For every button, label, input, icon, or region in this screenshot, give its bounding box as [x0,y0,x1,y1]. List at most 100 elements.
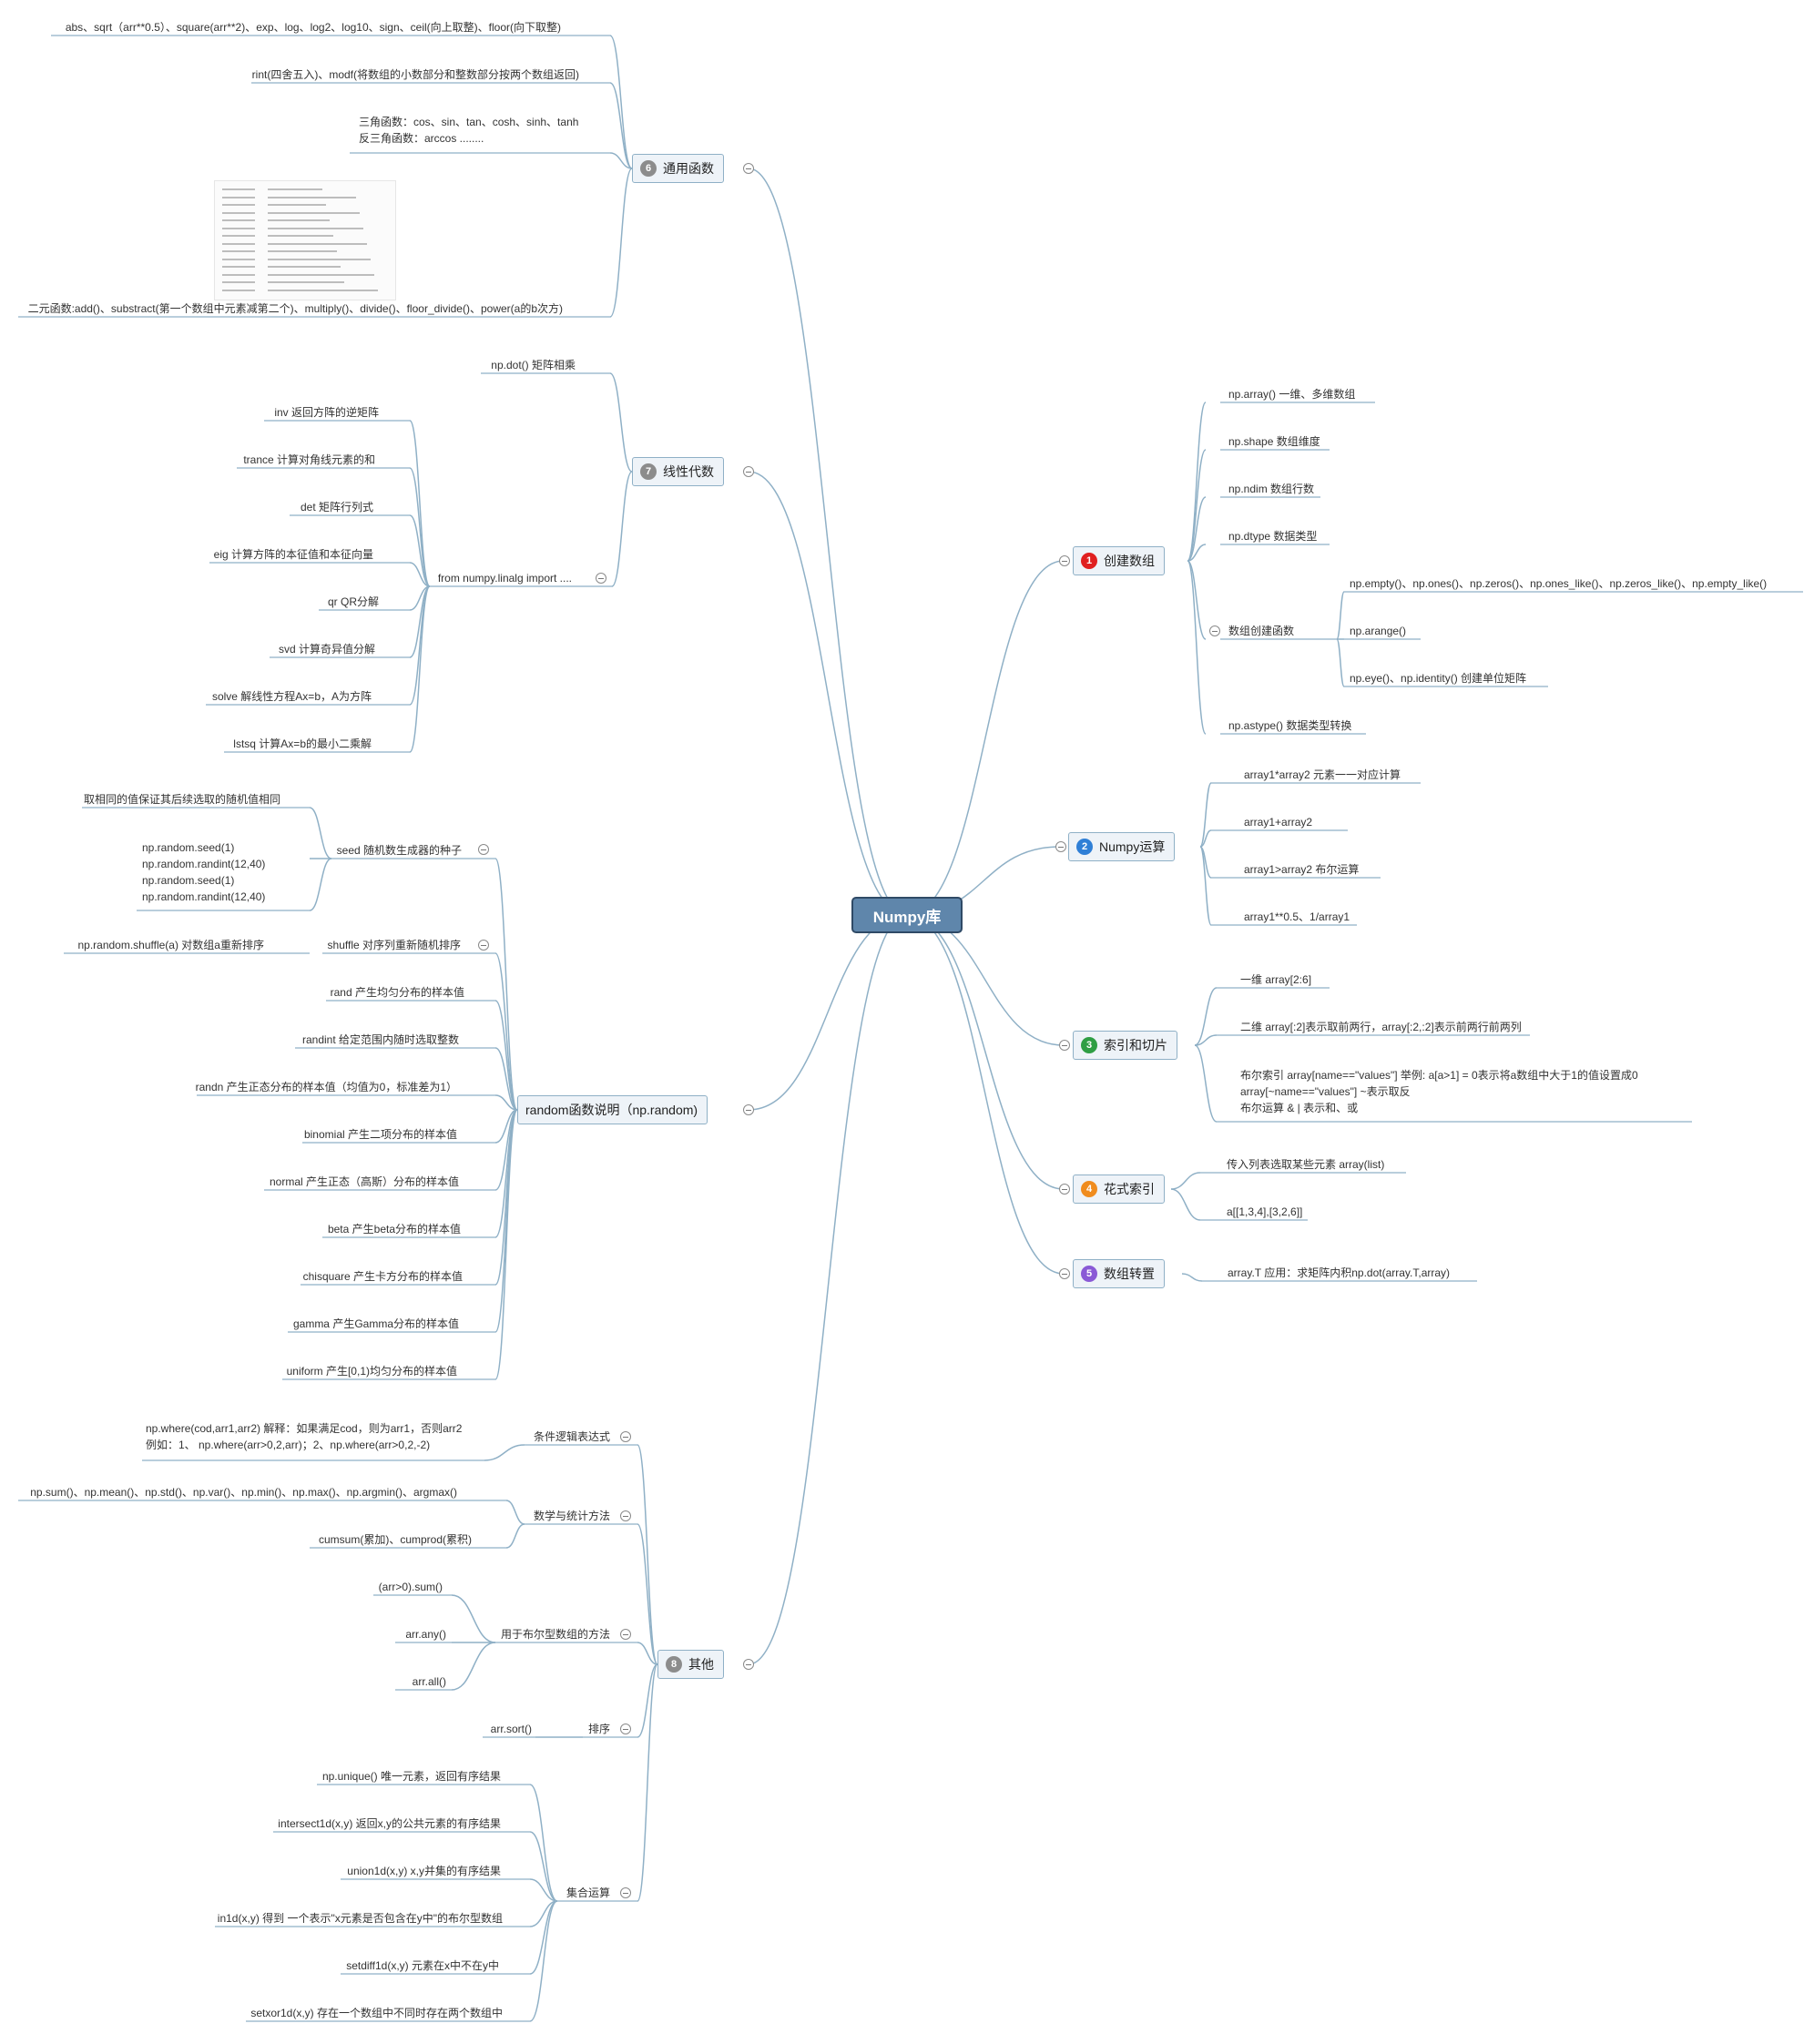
branch-universal-functions-label: 通用函数 [663,161,714,176]
leaf-bool-index[interactable]: 布尔索引 array[name=="values"] 举例: a[a>1] = … [1240,1069,1638,1114]
leaf-trig-functions[interactable]: 三角函数：cos、sin、tan、cosh、sinh、tanh 反三角函数：ar… [359,116,579,145]
connector-84 [494,1109,518,1333]
leaf-set-unique[interactable]: np.unique() 唯一元素，返回有序结果 [321,1770,501,1783]
branch-numpy-ops[interactable]: 2 Numpy运算 [1068,832,1176,861]
collapse-toggle-conditional-logic[interactable] [620,1431,631,1442]
subtopic-create-functions[interactable]: 数组创建函数 [1228,625,1295,637]
leaf-random-randn[interactable]: randn 产生正态分布的样本值（均值为0，标准差为1） [195,1081,457,1093]
leaf-random-rand[interactable]: rand 产生均匀分布的样本值 [330,986,464,999]
central-topic[interactable]: Numpy库 [851,897,963,933]
leaf-bool-any[interactable]: arr.any() [405,1628,446,1641]
leaf-np-shape[interactable]: np.shape 数组维度 [1228,435,1320,448]
leaf-binary-functions[interactable]: 二元函数:add()、substract(第一个数组中元素减第二个)、multi… [27,302,563,315]
leaf-np-dot[interactable]: np.dot() 矩阵相乘 [491,359,576,371]
subtopic-random-shuffle[interactable]: shuffle 对序列重新随机排序 [327,939,461,951]
leaf-linalg-inv[interactable]: inv 返回方阵的逆矩阵 [274,406,379,419]
collapse-toggle-index-slice[interactable] [1059,1040,1070,1051]
leaf-linalg-qr[interactable]: qr QR分解 [327,595,379,608]
subtopic-math-statistics[interactable]: 数学与统计方法 [533,1510,610,1522]
leaf-np-eye[interactable]: np.eye()、np.identity() 创建单位矩阵 [1350,672,1527,685]
leaf-np-dtype[interactable]: np.dtype 数据类型 [1228,530,1318,543]
connector-107 [637,1663,658,1902]
leaf-np-array[interactable]: np.array() 一维、多维数组 [1228,388,1356,401]
branch-fancy-index[interactable]: 4 花式索引 [1073,1175,1165,1204]
leaf-array-add[interactable]: array1+array2 [1244,816,1313,829]
leaf-array-multiply[interactable]: array1*array2 元素一一对应计算 [1244,768,1401,781]
leaf-linalg-trace[interactable]: trance 计算对角线元素的和 [243,453,375,466]
collapse-toggle-set-operations[interactable] [620,1887,631,1898]
subtopic-sort[interactable]: 排序 [587,1723,610,1735]
subtopic-random-seed[interactable]: seed 随机数生成器的种子 [336,844,462,857]
collapse-toggle-universal-functions[interactable] [743,163,754,174]
subtopic-boolean-methods[interactable]: 用于布尔型数组的方法 [500,1628,610,1641]
leaf-np-where[interactable]: np.where(cod,arr1,arr2) 解释：如果满足cod，则为arr… [146,1422,463,1451]
collapse-toggle-random-seed[interactable] [478,844,489,855]
leaf-random-gamma[interactable]: gamma 产生Gamma分布的样本值 [292,1317,459,1330]
leaf-set-setxor1d[interactable]: setxor1d(x,y) 存在一个数组中不同时存在两个数组中 [250,2007,503,2019]
collapse-toggle-random-shuffle[interactable] [478,940,489,951]
leaf-random-randint[interactable]: randint 给定范围内随时选取整数 [301,1033,459,1046]
leaf-np-astype[interactable]: np.astype() 数据类型转换 [1228,719,1352,732]
subtopic-set-operations[interactable]: 集合运算 [566,1886,610,1899]
leaf-linalg-svd[interactable]: svd 计算奇异值分解 [278,643,375,656]
branch-index-slice[interactable]: 3 索引和切片 [1073,1031,1177,1060]
branch-universal-functions[interactable]: 6 通用函数 [632,154,724,183]
leaf-linalg-lstsq[interactable]: lstsq 计算Ax=b的最小二乘解 [233,737,372,750]
collapse-toggle-linear-algebra[interactable] [743,466,754,477]
subtopic-linalg-import[interactable]: from numpy.linalg import .... [437,572,572,585]
leaf-statistics-functions[interactable]: np.sum()、np.mean()、np.std()、np.var()、np.… [30,1486,457,1499]
branch-other[interactable]: 8 其他 [657,1650,724,1679]
leaf-index-1d[interactable]: 一维 array[2:6] [1240,973,1312,986]
leaf-rint-modf[interactable]: rint(四舍五入)、modf(将数组的小数部分和整数部分按两个数组返回) [251,68,579,81]
leaf-index-2d[interactable]: 二维 array[:2]表示取前两行，array[:2,:2]表示前两行前两列 [1240,1021,1522,1033]
leaf-unary-functions[interactable]: abs、sqrt（arr**0.5）、square(arr**2)、exp、lo… [65,21,561,34]
leaf-set-setdiff1d[interactable]: setdiff1d(x,y) 元素在x中不在y中 [346,1959,499,1972]
branch-create-array[interactable]: 1 创建数组 [1073,546,1165,575]
collapse-toggle-create-functions[interactable] [1209,625,1220,636]
leaf-bool-sum[interactable]: (arr>0).sum() [378,1581,443,1593]
leaf-fancy-example[interactable]: a[[1,3,4],[3,2,6]] [1227,1205,1303,1218]
leaf-random-chisquare[interactable]: chisquare 产生卡方分布的样本值 [302,1270,463,1283]
branch-linear-algebra[interactable]: 7 线性代数 [632,457,724,486]
collapse-toggle-boolean-methods[interactable] [620,1629,631,1640]
leaf-random-uniform[interactable]: uniform 产生[0,1)均匀分布的样本值 [286,1365,457,1378]
branch-random[interactable]: random函数说明（np.random) [517,1095,708,1124]
leaf-set-intersect1d[interactable]: intersect1d(x,y) 返回x,y的公共元素的有序结果 [278,1817,501,1830]
leaf-linalg-eig[interactable]: eig 计算方阵的本征值和本征向量 [213,548,373,561]
collapse-toggle-random[interactable] [743,1104,754,1115]
leaf-shuffle-example[interactable]: np.random.shuffle(a) 对数组a重新排序 [77,939,264,951]
leaf-np-ndim[interactable]: np.ndim 数组行数 [1228,483,1315,495]
collapse-toggle-transpose[interactable] [1059,1268,1070,1279]
collapse-toggle-fancy-index[interactable] [1059,1184,1070,1195]
leaf-np-empty-ones-zeros[interactable]: np.empty()、np.ones()、np.zeros()、np.ones_… [1350,577,1768,590]
leaf-seed-example[interactable]: np.random.seed(1) np.random.randint(12,4… [142,841,266,903]
leaf-arr-sort[interactable]: arr.sort() [490,1723,532,1735]
collapse-toggle-other[interactable] [743,1659,754,1670]
leaf-array-T[interactable]: array.T 应用：求矩阵内积np.dot(array.T,array) [1228,1266,1451,1279]
leaf-set-in1d[interactable]: in1d(x,y) 得到 一个表示"x元素是否包含在y中"的布尔型数组 [217,1912,503,1925]
branch-fancy-index-label: 花式索引 [1104,1182,1155,1196]
collapse-toggle-create-array[interactable] [1059,555,1070,566]
collapse-toggle-math-statistics[interactable] [620,1510,631,1521]
connector-98 [309,807,332,859]
thumb-line [222,250,255,252]
collapse-toggle-linalg-import[interactable] [596,573,606,584]
leaf-array-compare[interactable]: array1>array2 布尔运算 [1244,863,1360,876]
leaf-seed-description[interactable]: 取相同的值保证其后续选取的随机值相同 [83,793,280,806]
leaf-linalg-det[interactable]: det 矩阵行列式 [300,501,373,514]
leaf-array-power[interactable]: array1**0.5、1/array1 [1244,910,1350,923]
subtopic-conditional-logic[interactable]: 条件逻辑表达式 [533,1430,610,1443]
connector-5 [748,168,908,916]
leaf-linalg-solve[interactable]: solve 解线性方程Ax=b，A为方阵 [211,690,372,703]
leaf-cumsum-cumprod[interactable]: cumsum(累加)、cumprod(累积) [318,1533,472,1546]
collapse-toggle-numpy-ops[interactable] [1055,841,1066,852]
leaf-fancy-list[interactable]: 传入列表选取某些元素 array(list) [1227,1158,1385,1171]
leaf-np-arange[interactable]: np.arange() [1350,625,1407,637]
leaf-random-binomial[interactable]: binomial 产生二项分布的样本值 [303,1128,457,1141]
branch-transpose[interactable]: 5 数组转置 [1073,1259,1165,1288]
leaf-bool-all[interactable]: arr.all() [412,1675,446,1688]
leaf-set-union1d[interactable]: union1d(x,y) x,y并集的有序结果 [347,1865,501,1877]
leaf-random-beta[interactable]: beta 产生beta分布的样本值 [327,1223,461,1236]
leaf-random-normal[interactable]: normal 产生正态（高斯）分布的样本值 [269,1175,459,1188]
collapse-toggle-sort[interactable] [620,1724,631,1734]
